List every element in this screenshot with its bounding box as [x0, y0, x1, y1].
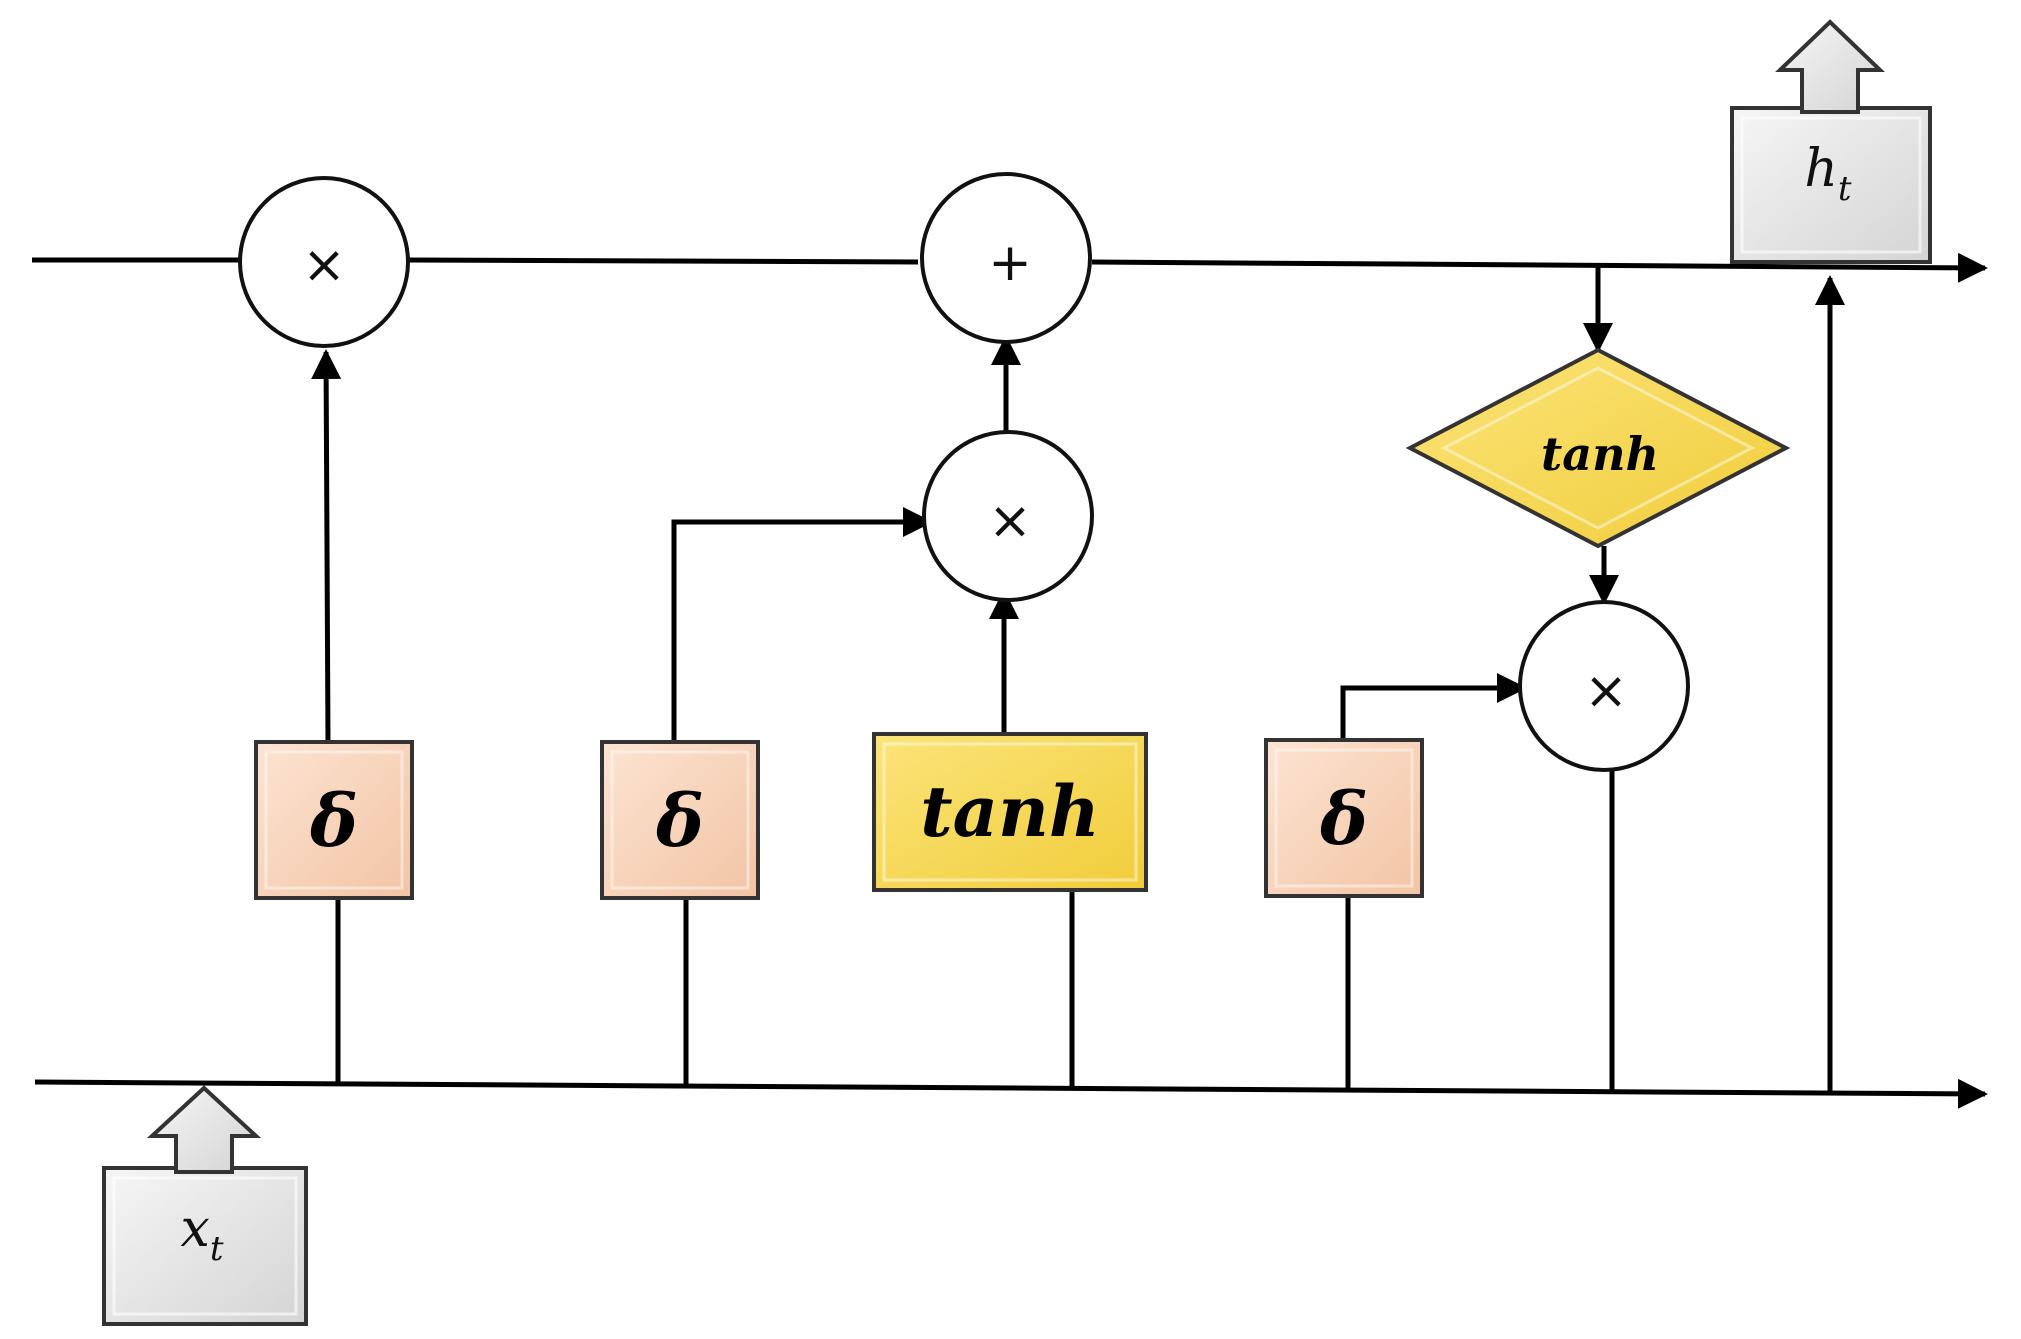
output-label-sub: t [1838, 169, 1852, 209]
input-multiply-node: × [922, 430, 1094, 602]
input-label-base: x [181, 1199, 210, 1259]
forget-gate-box: δ [254, 740, 414, 900]
cell-tanh-diamond: tanh [1405, 347, 1791, 549]
output-label: ht [1804, 139, 1852, 209]
output-up-arrow-icon [1775, 19, 1885, 114]
input-gate-output-line [671, 507, 933, 742]
forget-multiply-node: × [238, 176, 410, 348]
input-gate-box: δ [600, 740, 760, 900]
output-label-base: h [1804, 139, 1838, 199]
input-xt-node: xt [102, 1085, 308, 1326]
tanh-label: tanh [920, 770, 1099, 853]
input-label-sub: t [210, 1229, 224, 1269]
add-symbol: + [988, 233, 1032, 293]
cell-state-line-out [1091, 252, 1988, 283]
multiply-symbol: × [1584, 661, 1628, 721]
input-up-arrow-icon [146, 1085, 262, 1174]
cell-add-node: + [920, 172, 1092, 344]
candidate-tanh-box: tanh [872, 732, 1148, 892]
multiply-symbol: × [302, 235, 346, 295]
sigmoid-label: δ [1319, 776, 1368, 861]
forget-gate-output-line [311, 349, 342, 743]
multiply-symbol: × [988, 491, 1032, 551]
output-ht-node: ht [1730, 19, 1932, 264]
hidden-state-line [34, 1078, 1988, 1109]
sigmoid-label: δ [309, 778, 358, 863]
input-label: xt [181, 1199, 224, 1269]
output-gate-output-line [1340, 673, 1527, 740]
cell-state-line-mid [407, 257, 919, 265]
output-gate-box: δ [1264, 738, 1424, 898]
output-multiply-node: × [1518, 600, 1690, 772]
sigmoid-label: δ [655, 778, 704, 863]
tanh-label: tanh [1541, 427, 1659, 481]
